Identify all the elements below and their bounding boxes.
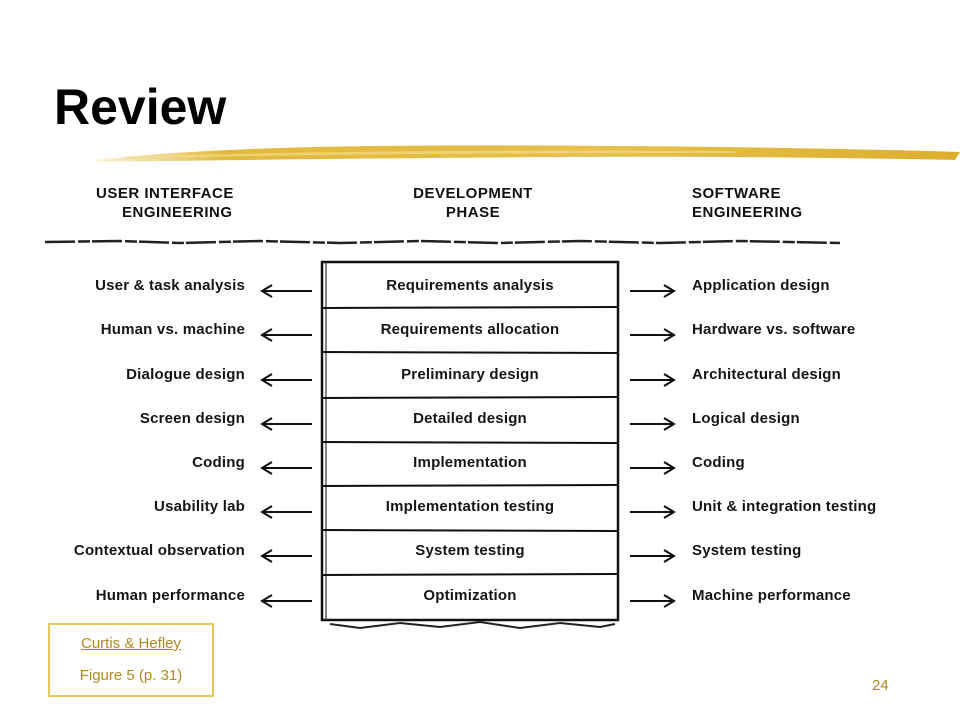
left-arrow-head [260,417,273,431]
left-arrow-head [260,373,273,387]
left-arrow-head [260,328,273,342]
row-left-label: Human vs. machine [100,321,245,338]
row-right-label: Hardware vs. software [692,321,856,338]
row-right-label: Architectural design [692,366,842,383]
row-right-label: Unit & integration testing [692,498,877,515]
header-user-interface-engineering: USER INTERFACE ENGINEERING [96,184,234,222]
right-arrow-head [663,328,676,342]
header-software-engineering: SOFTWARE ENGINEERING [692,184,803,222]
caption-figure-reference: Figure 5 (p. 31) [79,667,183,684]
row-right-label: Coding [692,454,745,471]
row-left-label: Coding [192,454,245,471]
right-arrow-head [663,594,676,608]
right-arrow-head [663,284,676,298]
phase-row-divider [321,441,619,444]
row-right-label: System testing [692,542,802,559]
title-underline-stroke [95,145,960,162]
slide-number: 24 [872,677,889,694]
left-arrow-head [260,284,273,298]
header-left-line1: USER INTERFACE [96,185,234,202]
phase-label: Implementation testing [385,498,555,515]
phase-label: Implementation [413,454,527,471]
right-arrow-head [663,373,676,387]
header-right-line2: ENGINEERING [692,204,803,221]
caption-box: Curtis & Hefley Figure 5 (p. 31) [48,623,214,697]
arrow-group [260,284,676,608]
phase-label: Detailed design [413,410,527,427]
right-arrow-head [663,549,676,563]
header-center-line1: DEVELOPMENT [413,185,533,202]
phase-box-outline [320,260,620,622]
phase-label: Preliminary design [401,366,539,383]
phase-label: Requirements analysis [386,277,554,294]
phase-box-bottom-edge [329,620,616,630]
header-center-line2: PHASE [445,204,501,221]
right-arrow-head [663,461,676,475]
phase-label: System testing [415,542,525,559]
caption-source-link[interactable]: Curtis & Hefley [80,635,182,652]
row-left-label: Usability lab [154,498,245,515]
row-right-label: Logical design [692,410,800,427]
row-left-label: Contextual observation [73,542,245,559]
phase-label: Optimization [423,587,517,604]
row-left-label: Screen design [139,410,245,427]
phase-label: Requirements allocation [380,321,560,338]
row-right-label: Application design [692,277,830,294]
header-development-phase: DEVELOPMENT PHASE [398,184,548,222]
phase-row-divider [321,396,619,399]
phase-box-group [320,260,620,630]
right-arrow-head [663,417,676,431]
phase-row-divider [321,484,619,487]
row-left-label: User & task analysis [95,277,245,294]
header-right-line1: SOFTWARE [692,185,781,202]
left-arrow-head [260,549,273,563]
header-left-line2: ENGINEERING [122,204,233,221]
header-separator-line [44,239,841,245]
phase-row-divider [321,529,619,532]
slide-title: Review [54,79,227,135]
left-arrow-head [260,461,273,475]
left-arrow-head [260,505,273,519]
phase-row-divider [321,573,619,576]
row-left-label: Dialogue design [126,366,245,383]
right-arrow-head [663,505,676,519]
phase-row-divider [321,351,619,354]
phase-row-divider [321,306,619,309]
row-left-label: Human performance [95,587,245,604]
left-arrow-head [260,594,273,608]
row-right-label: Machine performance [692,587,851,604]
